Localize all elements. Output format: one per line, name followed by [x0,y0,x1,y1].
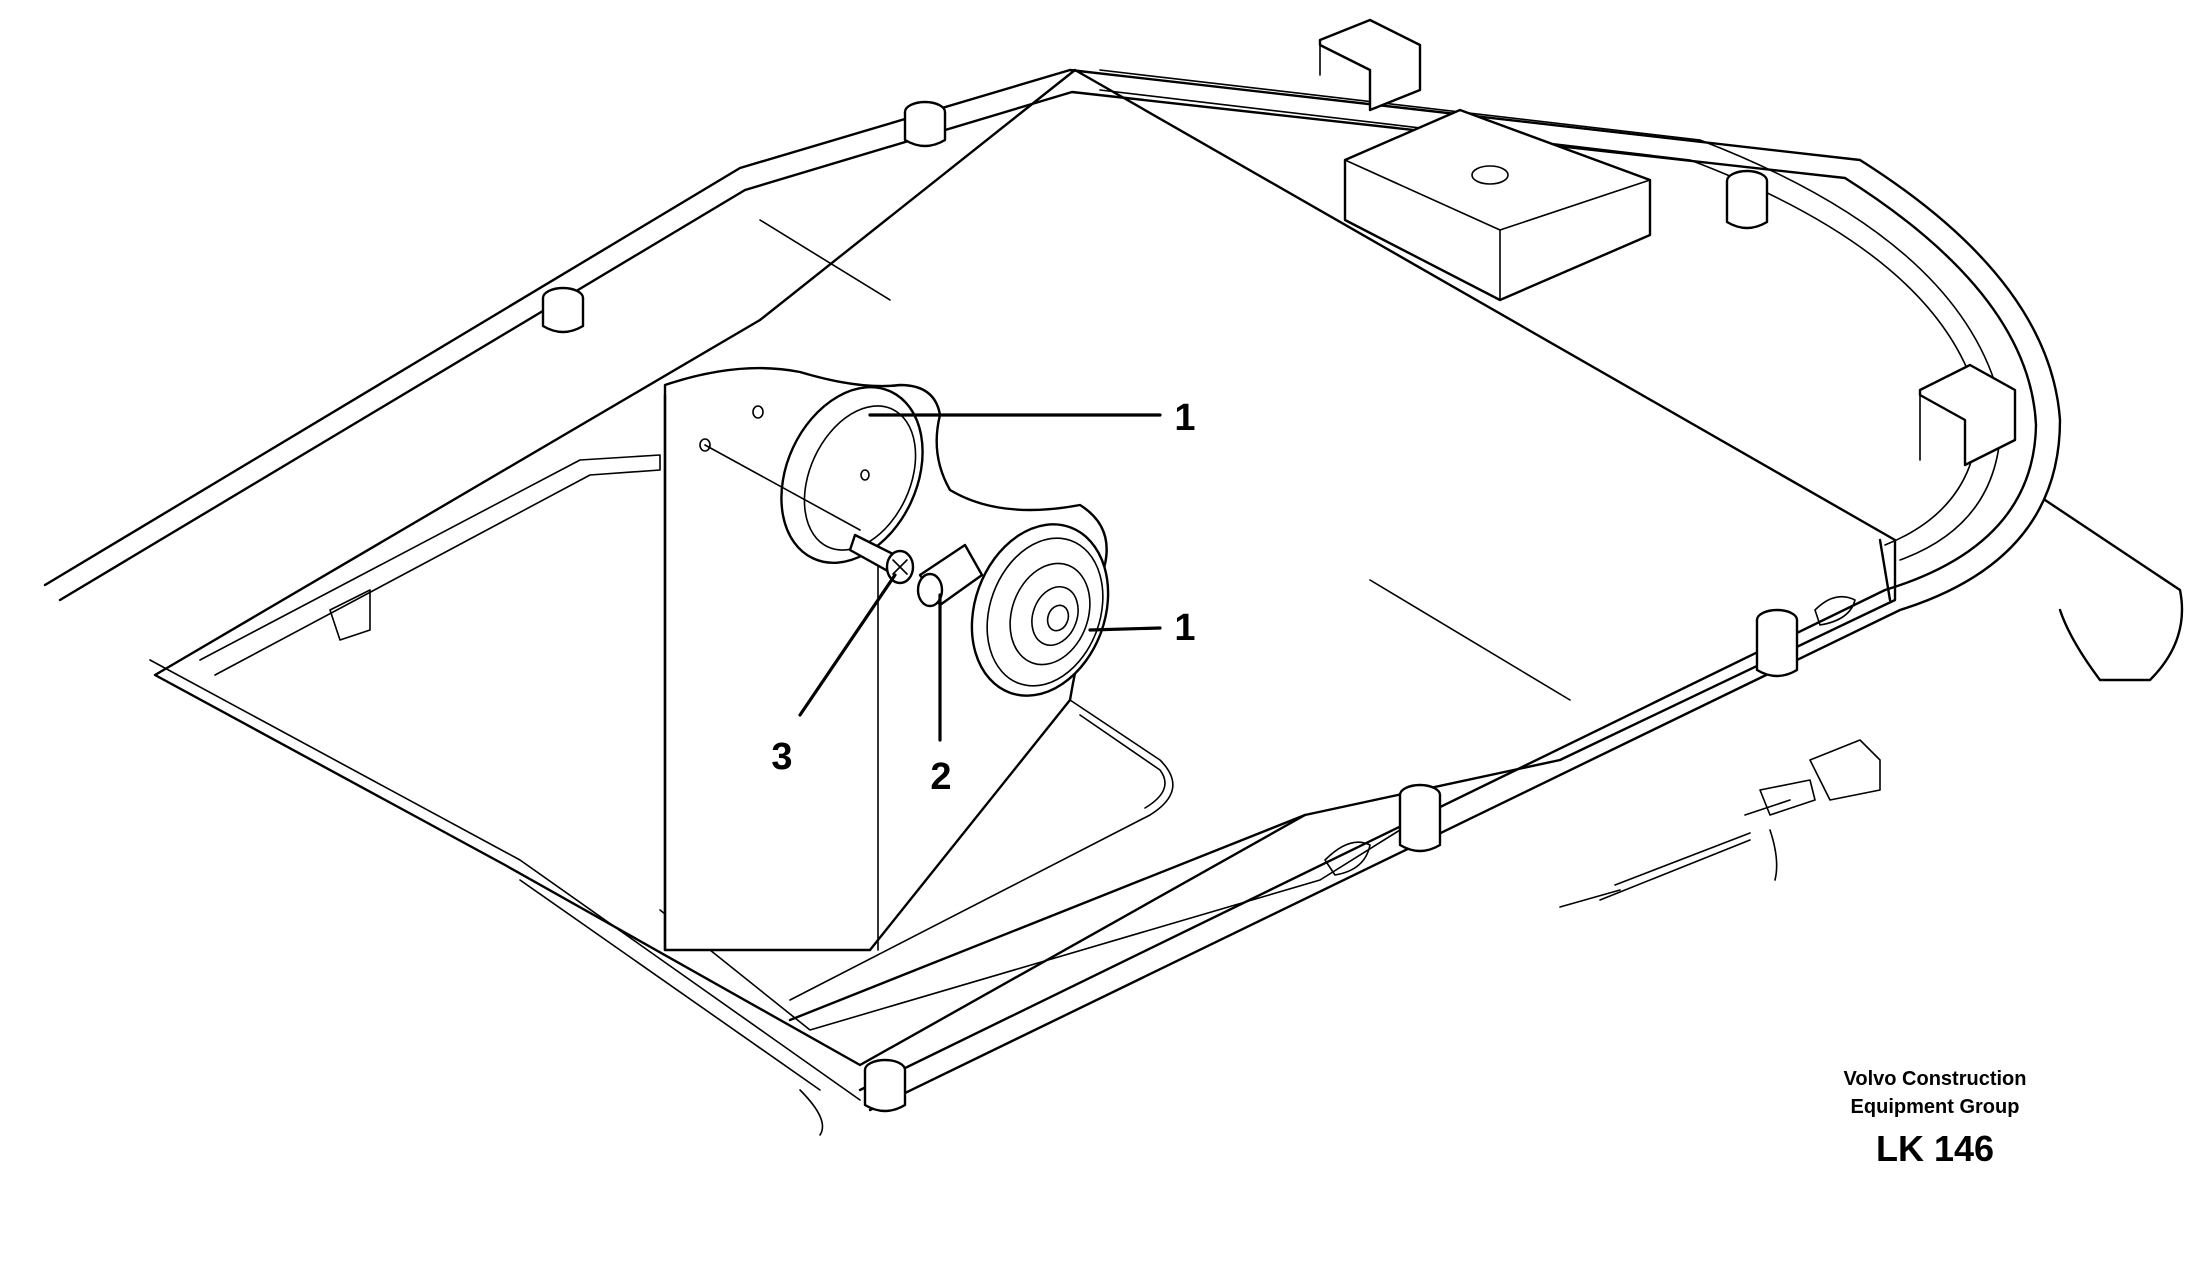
plug [916,543,984,608]
roof-frame [43,68,2184,1136]
lower-right-details [1559,799,1791,908]
roof-plate [153,68,1897,1067]
credit-company-line-1: Volvo Construction [1843,1068,2027,1090]
window-frame [199,454,1174,1001]
leader-horn-lower [1088,626,1162,632]
leader-lines [798,413,1162,742]
callout-plug: 2 [930,756,952,798]
callout-horn-lower: 1 [1174,607,1196,649]
leader-screw [798,573,897,717]
frame-clips [1324,595,1881,876]
roof-brackets [1318,18,2017,467]
roof-mounts [541,100,1799,1113]
credit-company-line-2: Equipment Group [1850,1096,2020,1118]
horn-upper [780,386,924,564]
callout-horn-upper: 1 [1174,397,1196,439]
horn-lower [970,523,1110,697]
callout-screw: 3 [771,736,793,778]
screw [704,444,915,585]
drawing-code: LK 146 [1875,1128,1995,1169]
